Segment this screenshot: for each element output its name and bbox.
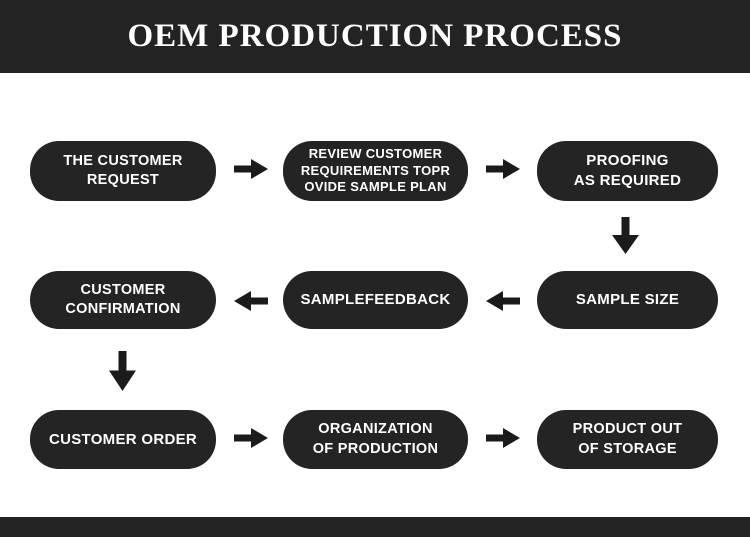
arrow-right-icon	[486, 428, 520, 448]
arrow-left-icon	[486, 291, 520, 311]
arrow-down-icon	[109, 351, 136, 391]
arrow-left-icon	[234, 291, 268, 311]
arrow-down-icon	[612, 217, 639, 254]
flow-box-sample-size: SAMPLE SIZE	[537, 271, 718, 329]
flow-box-line: REQUIREMENTS TOPR	[300, 162, 451, 178]
flow-box-line: CUSTOMER ORDER	[48, 430, 198, 448]
flow-box-sample-feedback: SAMPLEFEEDBACK	[283, 271, 468, 329]
flow-box-organization-production: ORGANIZATION OF PRODUCTION	[283, 410, 468, 469]
flow-box-customer-order: CUSTOMER ORDER	[30, 410, 216, 469]
flow-box-line: REQUEST	[86, 172, 160, 188]
flow-box-line: OVIDE SAMPLE PLAN	[304, 179, 447, 195]
flow-box-line: PRODUCT OUT	[572, 421, 683, 438]
flow-box-proofing: PROOFING AS REQUIRED	[537, 141, 718, 201]
flow-box-customer-confirmation: CUSTOMER CONFIRMATION	[30, 271, 216, 329]
flow-box-review-requirements: REVIEW CUSTOMER REQUIREMENTS TOPR OVIDE …	[283, 141, 468, 201]
flow-box-line: ORGANIZATION	[318, 421, 433, 438]
flow-box-customer-request: THE CUSTOMER REQUEST	[30, 141, 216, 201]
page-title: OEM PRODUCTION PROCESS	[127, 18, 623, 54]
arrow-right-icon	[234, 159, 268, 179]
flow-box-line: REVIEW CUSTOMER	[308, 146, 443, 162]
flow-box-line: OF PRODUCTION	[312, 440, 439, 457]
flow-box-line: AS REQUIRED	[573, 172, 682, 189]
footer-band	[0, 517, 750, 537]
flow-box-line: OF STORAGE	[578, 440, 677, 457]
arrow-right-icon	[234, 428, 268, 448]
flow-box-line: CUSTOMER	[80, 281, 166, 298]
flow-box-line: THE CUSTOMER	[63, 152, 183, 169]
flow-box-line: SAMPLEFEEDBACK	[300, 291, 451, 309]
flow-box-product-out-of-storage: PRODUCT OUT OF STORAGE	[537, 410, 718, 469]
flow-box-line: CONFIRMATION	[65, 301, 181, 317]
arrow-right-icon	[486, 159, 520, 179]
flow-box-line: PROOFING	[586, 152, 669, 170]
title-band: OEM PRODUCTION PROCESS	[0, 0, 750, 73]
flow-box-line: SAMPLE SIZE	[575, 291, 680, 309]
